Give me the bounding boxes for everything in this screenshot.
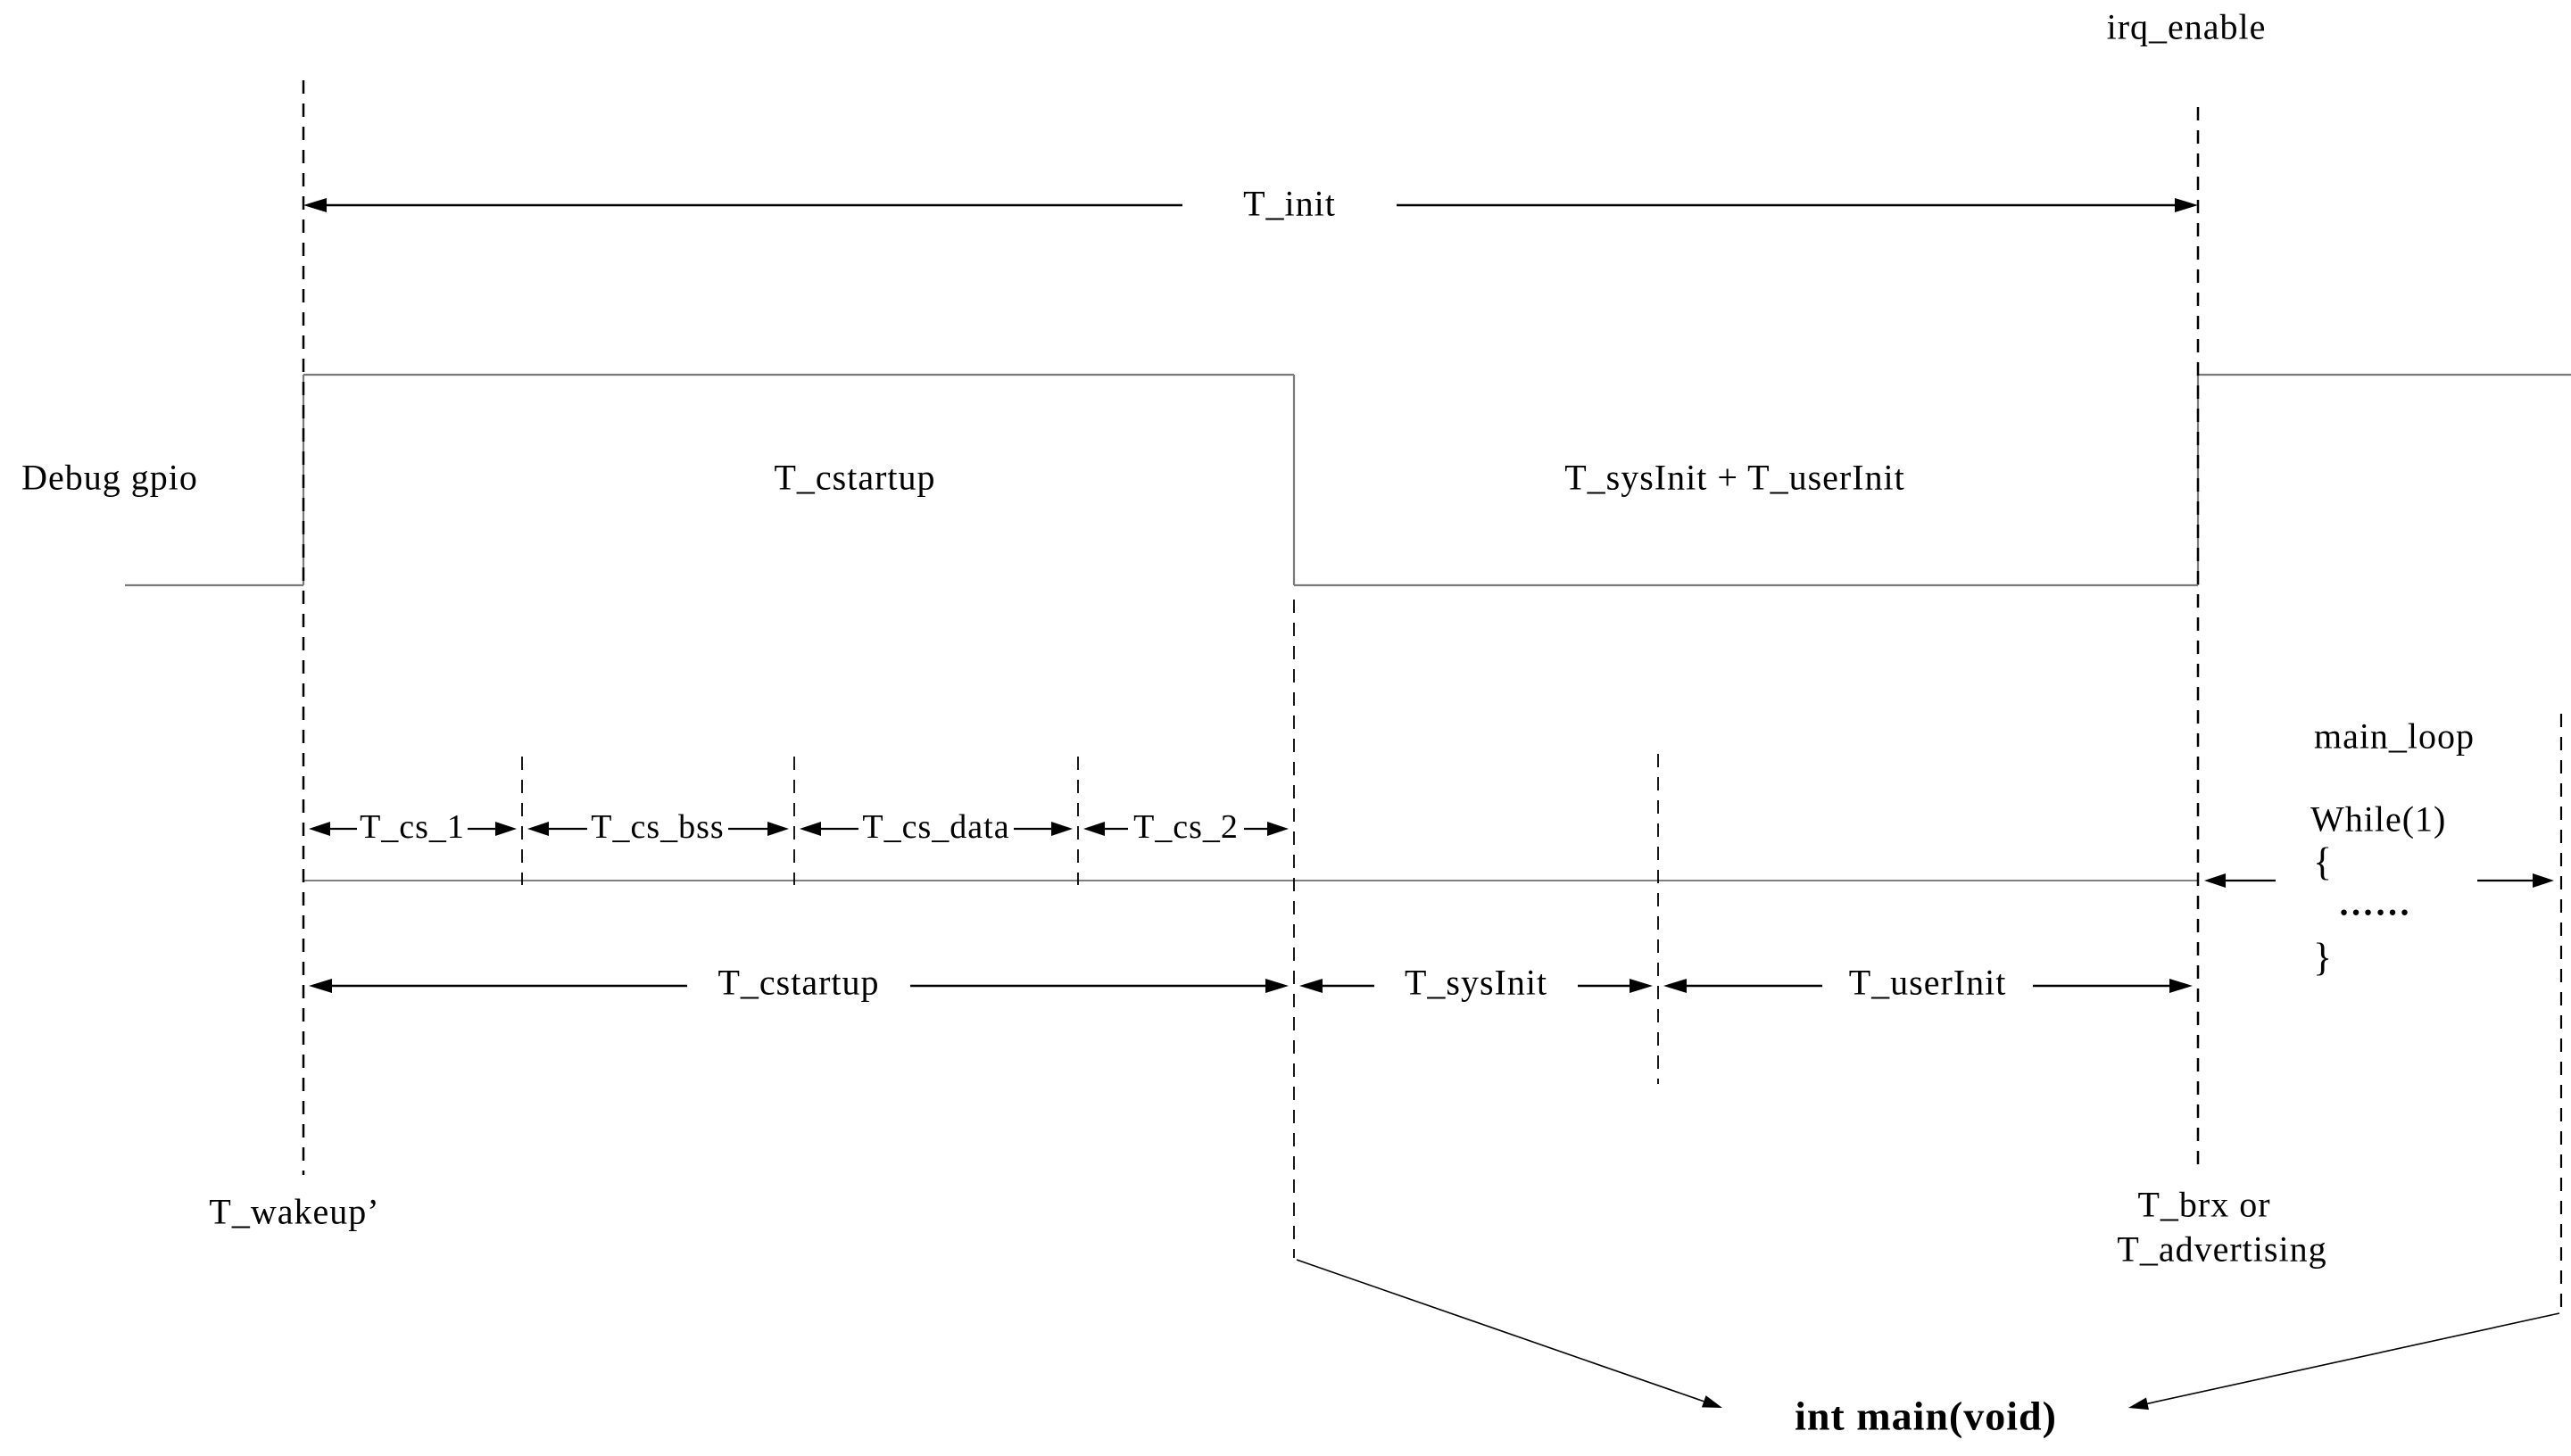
duration-arrows bbox=[303, 198, 2560, 1410]
arrowhead-fall-to-main bbox=[1701, 1395, 1722, 1408]
debug-gpio-waveform bbox=[125, 373, 2571, 881]
arrow-shaft-fall-to-main bbox=[1296, 1259, 1704, 1402]
arrowhead-t-cs-data-left bbox=[800, 822, 821, 836]
arrowhead-t-cs-1-left bbox=[309, 822, 330, 836]
arrowhead-t-init-right bbox=[2175, 198, 2198, 212]
label-t-brx-or: T_brx or bbox=[2137, 1185, 2270, 1225]
arrowhead-t-cs-2-left bbox=[1083, 822, 1105, 836]
label-main-loop: main_loop bbox=[2314, 716, 2475, 757]
label-loop-dots: …… bbox=[2338, 883, 2411, 923]
label-t-init: T_init bbox=[1243, 184, 1336, 224]
label-t-cs-bss: T_cs_bss bbox=[591, 808, 724, 846]
label-t-cs-data: T_cs_data bbox=[862, 808, 1009, 846]
label-t-cs-1: T_cs_1 bbox=[360, 808, 465, 846]
arrowhead-t-cs-1-right bbox=[495, 822, 517, 836]
arrowhead-t-userinit-left bbox=[1663, 979, 1687, 993]
arrowhead-t-userinit-right bbox=[2169, 979, 2193, 993]
label-t-sys-user-hi: T_sysInit + T_userInit bbox=[1564, 458, 1905, 498]
label-int-main: int main(void) bbox=[1795, 1394, 2057, 1439]
arrowhead-t-cstartup-right bbox=[1265, 979, 1289, 993]
arrowhead-main-loop-left bbox=[2204, 873, 2226, 888]
label-t-cs-2: T_cs_2 bbox=[1133, 808, 1239, 846]
label-irq-enable: irq_enable bbox=[2107, 7, 2267, 47]
arrowhead-t-sysinit-left bbox=[1299, 979, 1323, 993]
label-brace-open: { bbox=[2313, 840, 2333, 884]
label-while-1: While(1) bbox=[2310, 799, 2446, 840]
arrowhead-loop-to-main bbox=[2128, 1397, 2149, 1410]
label-t-sysinit-lo: T_sysInit bbox=[1405, 963, 1547, 1003]
arrowhead-t-cs-bss-right bbox=[767, 822, 789, 836]
label-t-cstartup-hi: T_cstartup bbox=[774, 458, 935, 498]
label-t-wakeup: T_wakeup’ bbox=[209, 1192, 379, 1232]
label-t-advertising: T_advertising bbox=[2117, 1229, 2326, 1270]
arrowhead-t-cs-2-right bbox=[1267, 822, 1289, 836]
timing-guide-lines bbox=[302, 80, 2563, 1311]
label-brace-close: } bbox=[2313, 936, 2333, 980]
arrowhead-t-init-left bbox=[303, 198, 327, 212]
arrowhead-main-loop-right bbox=[2533, 873, 2554, 888]
label-t-cstartup-lo: T_cstartup bbox=[717, 963, 879, 1003]
arrowhead-t-cstartup-left bbox=[309, 979, 332, 993]
arrow-shaft-loop-to-main bbox=[2147, 1312, 2560, 1405]
arrowhead-t-cs-data-right bbox=[1051, 822, 1073, 836]
label-t-userinit-lo: T_userInit bbox=[1849, 963, 2007, 1003]
arrowhead-t-cs-bss-left bbox=[527, 822, 549, 836]
arrowhead-t-sysinit-right bbox=[1630, 979, 1653, 993]
label-debug-gpio: Debug gpio bbox=[21, 458, 198, 498]
